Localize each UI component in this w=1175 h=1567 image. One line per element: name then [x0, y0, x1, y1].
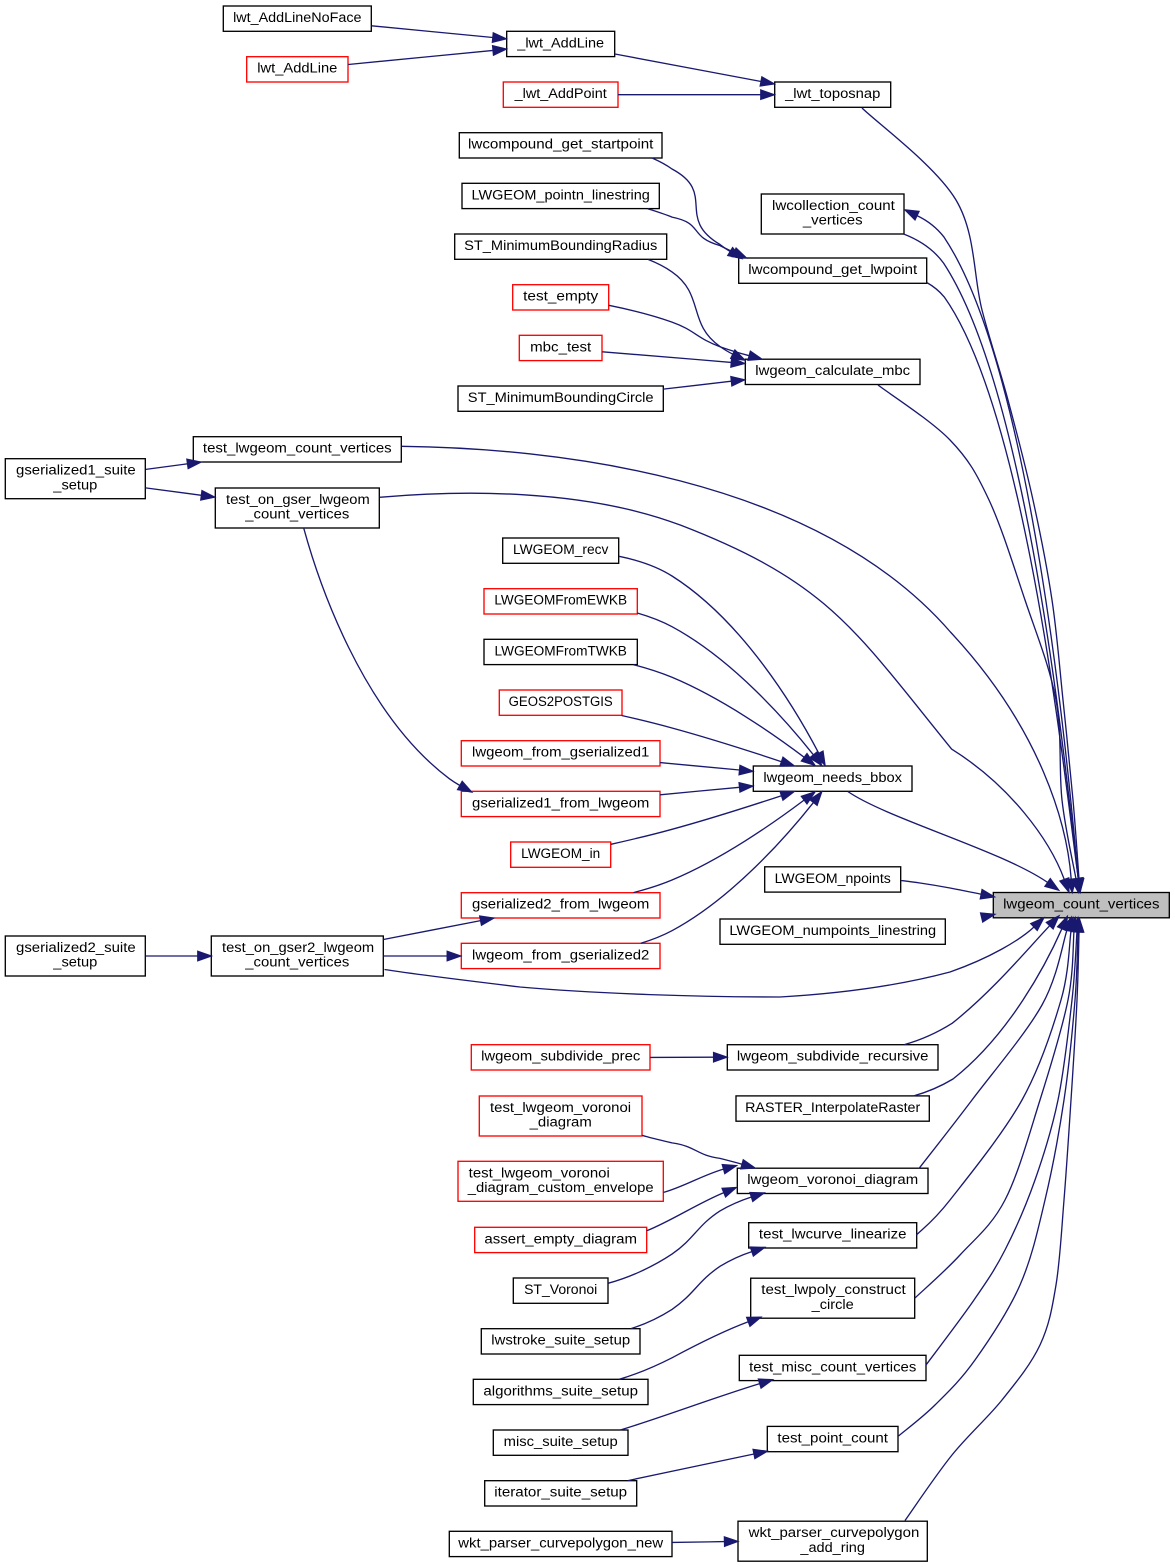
svg-text:LWGEOM_npoints: LWGEOM_npoints: [775, 871, 892, 886]
svg-text:gserialized2_from_lwgeom: gserialized2_from_lwgeom: [472, 897, 649, 912]
svg-text:ST_MinimumBoundingCircle: ST_MinimumBoundingCircle: [468, 390, 654, 405]
svg-text:_diagram_custom_envelope: _diagram_custom_envelope: [467, 1180, 654, 1195]
svg-text:LWGEOMFromTWKB: LWGEOMFromTWKB: [495, 643, 627, 658]
svg-text:assert_empty_diagram: assert_empty_diagram: [484, 1231, 637, 1246]
svg-text:LWGEOM_pointn_linestring: LWGEOM_pointn_linestring: [472, 187, 650, 202]
svg-text:_count_vertices: _count_vertices: [244, 955, 349, 970]
svg-text:_lwt_toposnap: _lwt_toposnap: [784, 86, 880, 101]
svg-text:_vertices: _vertices: [802, 213, 863, 228]
svg-text:lwcompound_get_startpoint: lwcompound_get_startpoint: [468, 137, 654, 152]
svg-text:_lwt_AddLine: _lwt_AddLine: [516, 35, 604, 50]
svg-text:gserialized2_suite: gserialized2_suite: [16, 940, 136, 955]
svg-text:test_on_gser_lwgeom: test_on_gser_lwgeom: [226, 492, 370, 507]
svg-text:wkt_parser_curvepolygon: wkt_parser_curvepolygon: [748, 1525, 920, 1540]
svg-text:lwcollection_count: lwcollection_count: [772, 198, 895, 213]
svg-text:lwgeom_calculate_mbc: lwgeom_calculate_mbc: [755, 363, 910, 378]
svg-text:_circle: _circle: [811, 1297, 854, 1312]
svg-text:lwcompound_get_lwpoint: lwcompound_get_lwpoint: [748, 262, 917, 277]
svg-text:misc_suite_setup: misc_suite_setup: [504, 1434, 618, 1449]
svg-text:wkt_parser_curvepolygon_new: wkt_parser_curvepolygon_new: [457, 1535, 663, 1550]
svg-text:test_lwgeom_count_vertices: test_lwgeom_count_vertices: [203, 441, 392, 456]
svg-text:ST_Voronoi: ST_Voronoi: [524, 1282, 597, 1297]
svg-text:test_empty: test_empty: [523, 289, 598, 304]
svg-text:lwgeom_from_gserialized2: lwgeom_from_gserialized2: [472, 947, 649, 962]
svg-text:test_lwpoly_construct: test_lwpoly_construct: [761, 1282, 906, 1297]
svg-text:lwgeom_subdivide_recursive: lwgeom_subdivide_recursive: [737, 1049, 929, 1064]
svg-text:LWGEOMFromEWKB: LWGEOMFromEWKB: [494, 593, 627, 608]
svg-text:gserialized1_from_lwgeom: gserialized1_from_lwgeom: [472, 795, 649, 810]
svg-text:RASTER_InterpolateRaster: RASTER_InterpolateRaster: [745, 1100, 921, 1115]
svg-text:lwgeom_count_vertices: lwgeom_count_vertices: [1003, 897, 1160, 912]
svg-text:test_misc_count_vertices: test_misc_count_vertices: [749, 1359, 917, 1374]
svg-text:test_lwgeom_voronoi: test_lwgeom_voronoi: [469, 1165, 610, 1180]
svg-text:test_lwcurve_linearize: test_lwcurve_linearize: [759, 1227, 907, 1242]
svg-text:lwgeom_from_gserialized1: lwgeom_from_gserialized1: [472, 745, 649, 760]
svg-text:mbc_test: mbc_test: [530, 339, 591, 354]
svg-text:test_on_gser2_lwgeom: test_on_gser2_lwgeom: [222, 940, 374, 955]
svg-text:_setup: _setup: [52, 477, 97, 492]
svg-text:_add_ring: _add_ring: [799, 1540, 865, 1555]
svg-text:lwt_AddLineNoFace: lwt_AddLineNoFace: [233, 10, 361, 25]
svg-text:GEOS2POSTGIS: GEOS2POSTGIS: [509, 694, 613, 709]
svg-text:lwstroke_suite_setup: lwstroke_suite_setup: [491, 1333, 630, 1348]
svg-text:_lwt_AddPoint: _lwt_AddPoint: [514, 86, 607, 101]
svg-text:_count_vertices: _count_vertices: [244, 507, 349, 522]
svg-text:LWGEOM_recv: LWGEOM_recv: [513, 542, 609, 557]
svg-text:lwgeom_voronoi_diagram: lwgeom_voronoi_diagram: [747, 1172, 918, 1187]
svg-text:LWGEOM_numpoints_linestring: LWGEOM_numpoints_linestring: [729, 923, 936, 938]
svg-text:_setup: _setup: [52, 955, 97, 970]
svg-text:LWGEOM_in: LWGEOM_in: [521, 846, 600, 861]
svg-text:iterator_suite_setup: iterator_suite_setup: [494, 1485, 627, 1500]
svg-text:_diagram: _diagram: [529, 1115, 592, 1130]
svg-text:lwt_AddLine: lwt_AddLine: [257, 61, 337, 76]
svg-text:algorithms_suite_setup: algorithms_suite_setup: [483, 1383, 638, 1398]
svg-text:ST_MinimumBoundingRadius: ST_MinimumBoundingRadius: [464, 238, 657, 253]
svg-text:test_lwgeom_voronoi: test_lwgeom_voronoi: [490, 1100, 631, 1115]
svg-text:lwgeom_needs_bbox: lwgeom_needs_bbox: [763, 770, 902, 785]
svg-text:lwgeom_subdivide_prec: lwgeom_subdivide_prec: [481, 1049, 641, 1064]
svg-text:gserialized1_suite: gserialized1_suite: [16, 463, 136, 478]
svg-text:test_point_count: test_point_count: [777, 1430, 888, 1445]
